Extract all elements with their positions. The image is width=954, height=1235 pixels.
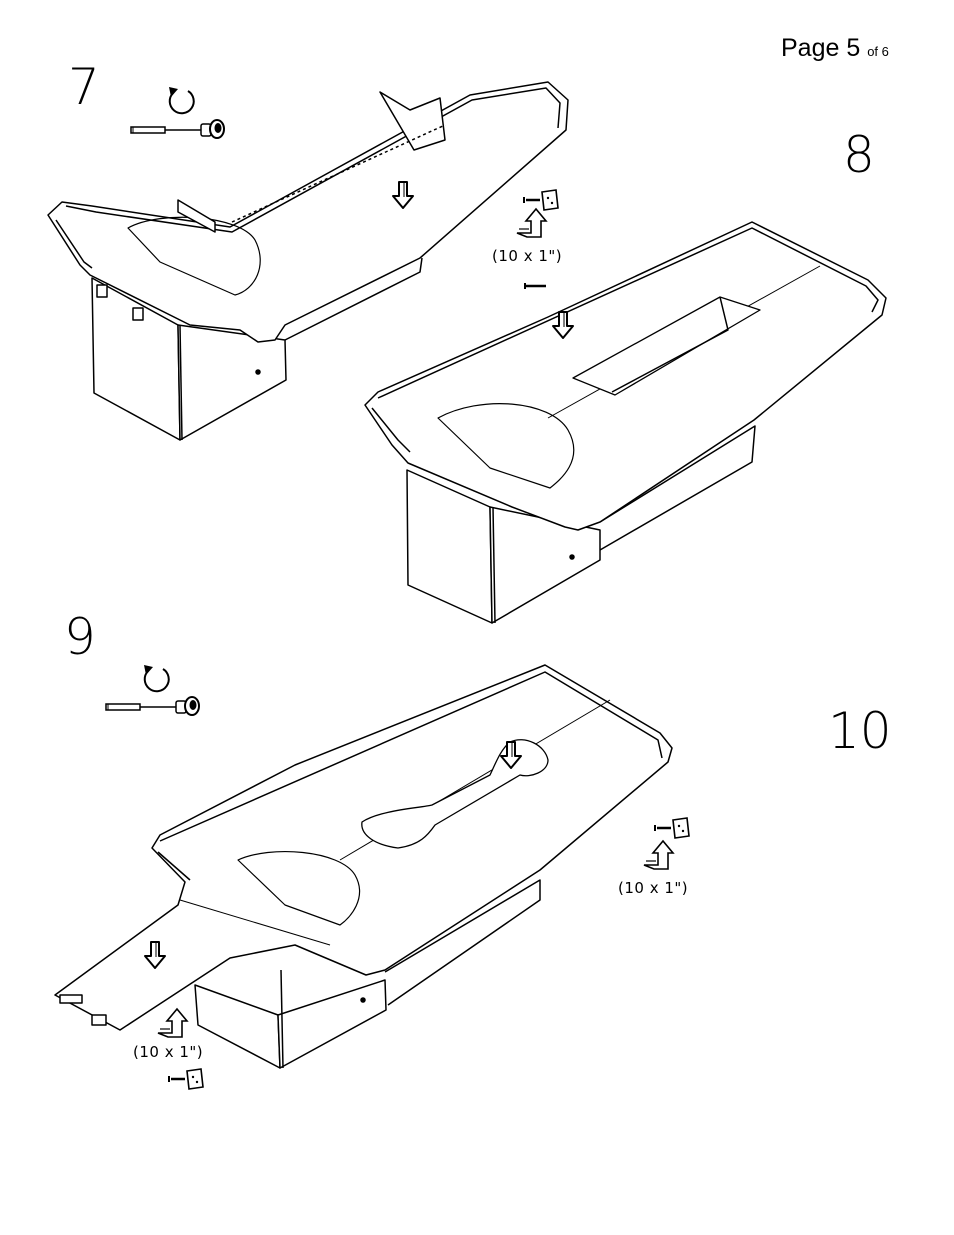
rotate-clockwise-icon: [144, 665, 169, 691]
step-8-illustration: [365, 222, 886, 623]
bracket-with-screw-icon: [524, 190, 558, 210]
bracket-with-screw-icon: [655, 818, 689, 838]
bolt-with-nut-icon: [106, 697, 199, 715]
bolt-with-nut-icon: [131, 120, 224, 138]
rotate-clockwise-icon: [169, 87, 194, 113]
lift-arrow-icon: [517, 209, 546, 237]
bracket-with-screw-icon: [169, 1069, 203, 1089]
lift-arrow-icon: [644, 841, 673, 869]
step-10-illustration: [55, 665, 672, 1068]
wood-screw-icon: [525, 283, 546, 289]
lift-arrow-icon: [158, 1009, 187, 1037]
